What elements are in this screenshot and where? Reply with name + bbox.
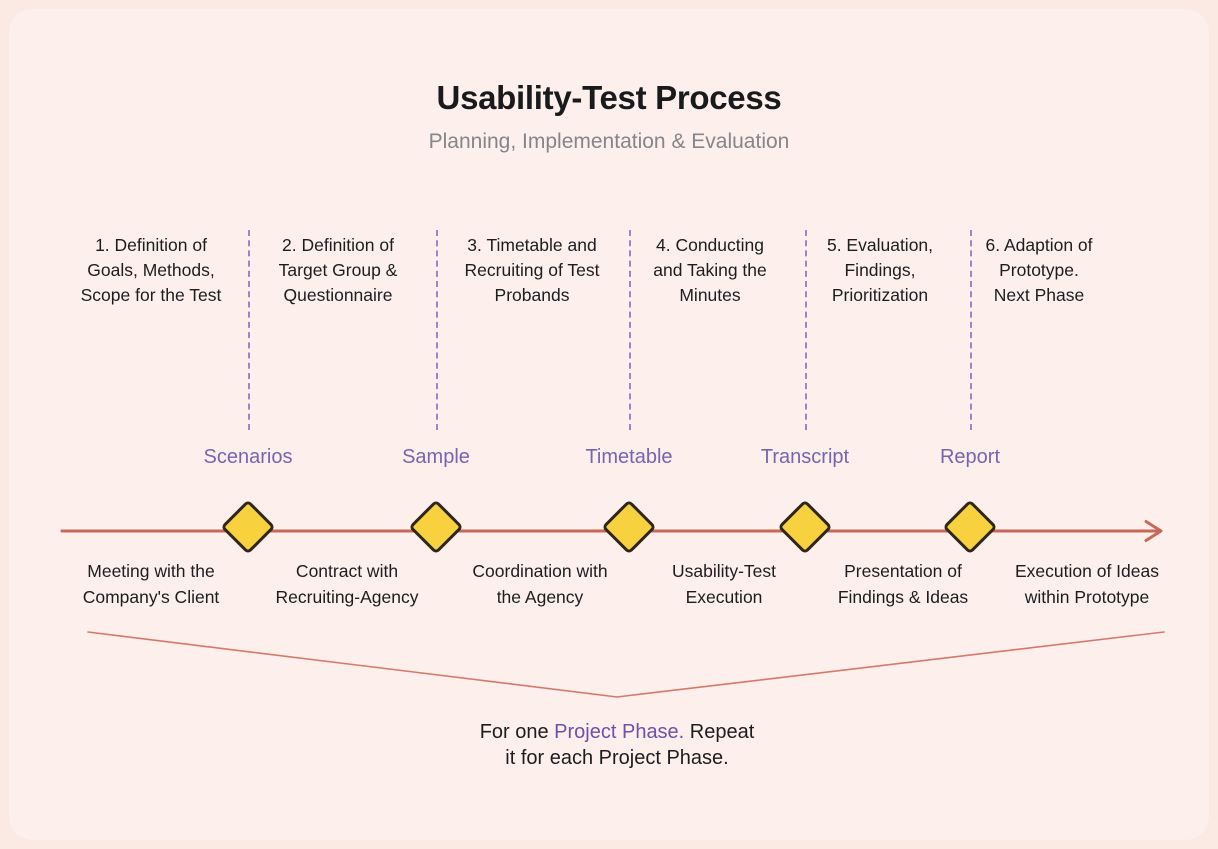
timeline-arrowhead-icon (1144, 520, 1163, 542)
phase-divider-2 (436, 230, 438, 430)
milestone-label-sample: Sample (402, 446, 470, 468)
phase-divider-1 (248, 230, 250, 430)
milestone-label-scenarios: Scenarios (203, 446, 293, 468)
phase-divider-3 (629, 230, 631, 430)
phase-5-description: 5. Evaluation,Findings,Prioritization (826, 235, 934, 305)
diagram-background-card (9, 9, 1209, 840)
page-title: Usability-Test Process (436, 79, 782, 116)
phase-divider-4 (805, 230, 807, 430)
page-subtitle: Planning, Implementation & Evaluation (428, 130, 790, 153)
funnel-line (87, 631, 1165, 698)
milestone-label-transcript: Transcript (760, 446, 850, 468)
milestone-label-timetable: Timetable (585, 446, 673, 468)
phase-divider-5 (970, 230, 972, 430)
milestone-label-report: Report (939, 446, 1001, 468)
